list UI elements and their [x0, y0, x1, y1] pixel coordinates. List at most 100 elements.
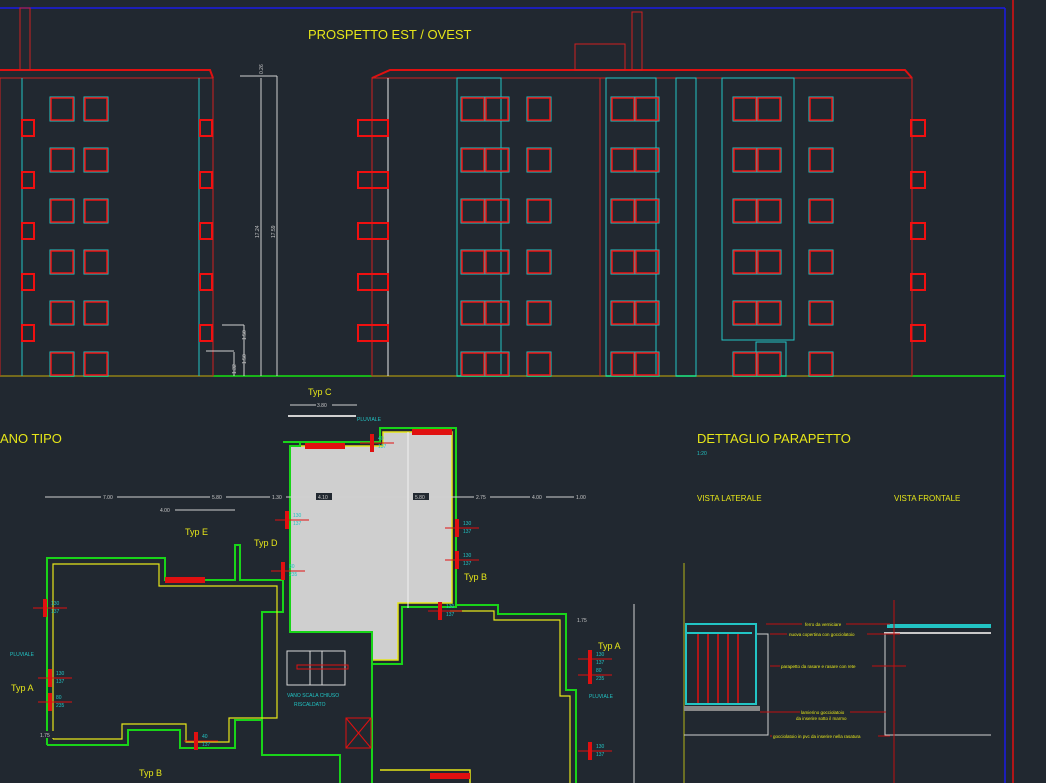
window-frame — [635, 250, 659, 274]
balcony-railing — [199, 222, 213, 240]
window — [808, 198, 834, 224]
dim-label-bg — [101, 493, 117, 500]
dim-label: 3.80 — [317, 403, 327, 409]
balcony-railing — [910, 222, 926, 240]
window — [83, 351, 109, 377]
window-frame — [485, 97, 509, 121]
balcony-railing — [199, 119, 213, 137]
dim-label: 17.24 — [255, 225, 261, 238]
elevation-drawing: PROSPETTO EST / OVEST 17.24 17.59 0.26 1… — [0, 7, 926, 377]
window-size-label: 137 — [446, 612, 455, 618]
balcony-railing — [357, 171, 389, 189]
window-frame — [635, 199, 659, 223]
window — [49, 351, 75, 377]
dim-label-bg — [413, 493, 429, 500]
dim-label: 4.00 — [160, 508, 170, 514]
window-symbol — [165, 577, 205, 583]
window-symbol — [588, 666, 592, 684]
gray-floor-area — [289, 431, 453, 661]
type-label: Typ D — [254, 538, 278, 548]
window-size-label: 130 — [596, 652, 605, 658]
pluviale-label: PLUVIALE — [589, 694, 614, 700]
dim-label: 0.26 — [259, 64, 265, 74]
window-symbol — [588, 650, 592, 668]
type-label: Typ B — [464, 572, 487, 582]
window-frame — [84, 97, 108, 121]
railing-side — [685, 623, 757, 705]
apartment-right-inner — [450, 610, 571, 783]
window-symbol — [285, 511, 289, 529]
window-frame — [461, 148, 485, 172]
roof-volume — [574, 43, 626, 71]
window — [732, 351, 758, 377]
window-frame — [461, 301, 485, 325]
parapet-detail-drawing: DETTAGLIO PARAPETTO 1:20 VISTA LATERALE … — [683, 431, 991, 783]
window — [732, 198, 758, 224]
plan-title: ANO TIPO — [0, 431, 62, 446]
window-size-label: 130 — [56, 671, 65, 677]
window — [484, 198, 510, 224]
chimney — [19, 7, 31, 71]
dim-label: 1.50 — [242, 330, 248, 340]
window-size-label: 137 — [463, 561, 472, 567]
window — [756, 300, 782, 326]
window — [460, 351, 486, 377]
detail-note: gocciolatoio in pvc da inserire nella ra… — [773, 734, 861, 739]
window-frame — [461, 199, 485, 223]
bay-frame — [605, 77, 657, 377]
window — [808, 351, 834, 377]
window — [83, 300, 109, 326]
dim-label: 1.32 — [232, 364, 238, 374]
window-frame — [809, 148, 833, 172]
window — [610, 147, 636, 173]
window-frame — [461, 352, 485, 376]
bay-frame — [675, 77, 697, 377]
window — [460, 198, 486, 224]
window — [634, 96, 660, 122]
apartment-left-inner — [52, 563, 278, 743]
window-frame — [733, 148, 757, 172]
window — [756, 249, 782, 275]
roof-left — [0, 69, 214, 79]
detail-note: parapetto da rasare e rasare con rete — [781, 664, 856, 669]
window — [526, 147, 552, 173]
window — [460, 300, 486, 326]
window-symbol — [588, 742, 592, 760]
dim-label: 17.59 — [271, 225, 277, 238]
window-frame — [733, 352, 757, 376]
window-size-label: 130 — [596, 744, 605, 750]
window — [83, 249, 109, 275]
window — [83, 198, 109, 224]
window-frame — [461, 97, 485, 121]
window-frame — [809, 199, 833, 223]
window-size-label: 235 — [596, 676, 605, 682]
corridor-outline — [261, 720, 341, 783]
window-size-label: 40 — [202, 734, 208, 740]
balcony-railing — [21, 222, 35, 240]
window — [484, 249, 510, 275]
window-frame — [50, 148, 74, 172]
window — [484, 96, 510, 122]
balcony-railing — [21, 324, 35, 342]
window — [484, 147, 510, 173]
dim-label: 1.75 — [577, 618, 587, 624]
dim-label: 5.80 — [415, 495, 425, 501]
window-frame — [485, 250, 509, 274]
pluviale-label: PLUVIALE — [10, 652, 35, 658]
window-frame — [611, 352, 635, 376]
window — [732, 147, 758, 173]
window-size-label: 137 — [596, 752, 605, 758]
window — [83, 96, 109, 122]
window — [526, 198, 552, 224]
bay-frame — [721, 77, 795, 341]
dim-label: 1.30 — [272, 495, 282, 501]
window-symbol — [455, 519, 459, 537]
window — [634, 249, 660, 275]
dim-label: 5.80 — [212, 495, 222, 501]
balcony-railing — [21, 119, 35, 137]
window-frame — [527, 199, 551, 223]
detail-note: nuova copertina con gocciolatoio — [789, 632, 855, 637]
window — [49, 249, 75, 275]
window-frame — [527, 301, 551, 325]
